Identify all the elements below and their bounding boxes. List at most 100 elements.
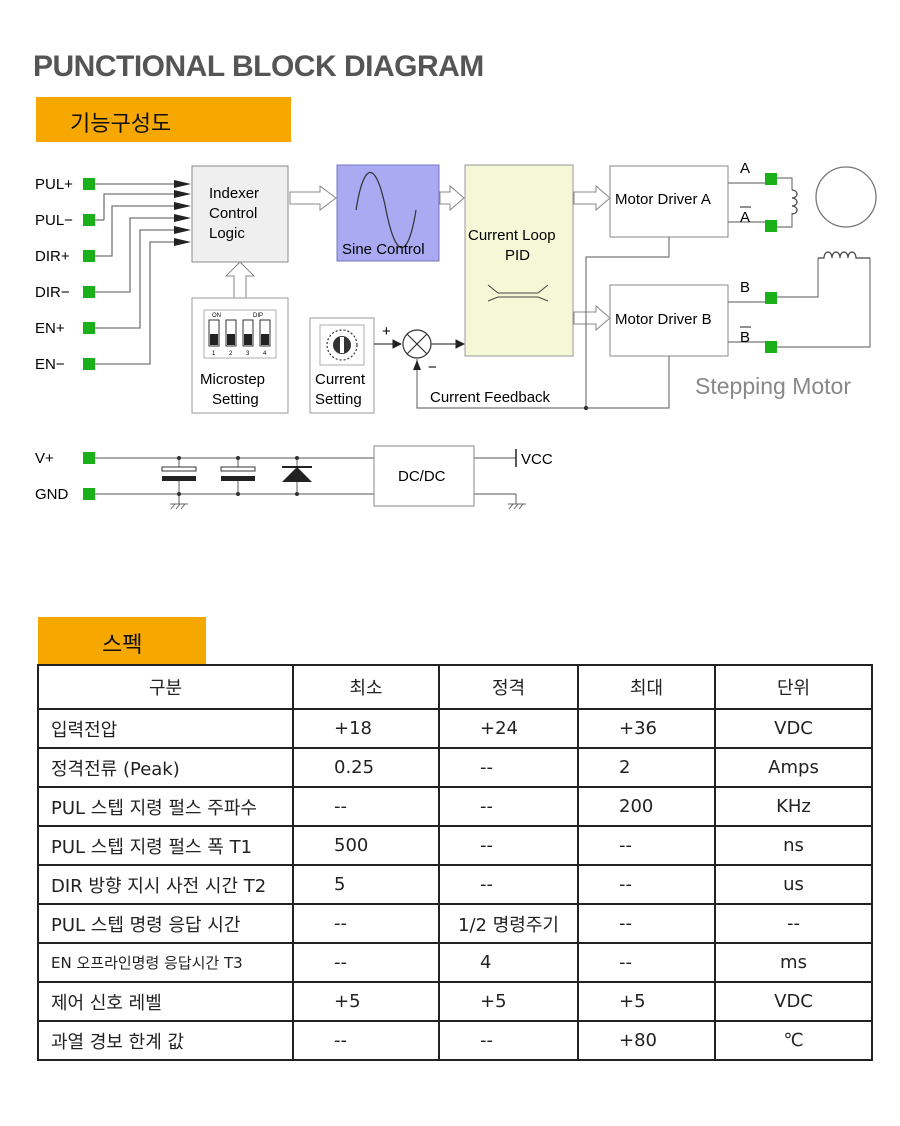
table-row: 과열 경보 한계 값 -- -- +80 ℃ (37, 1020, 873, 1061)
terminal-en-plus (83, 322, 95, 334)
cell-item: EN 오프라인명령 응답시간 T3 (37, 942, 294, 983)
cell-item: 제어 신호 레벨 (37, 981, 294, 1022)
vcc-label: VCC (521, 451, 553, 468)
hollow-arrows (224, 184, 611, 332)
pid-line2: PID (505, 247, 530, 264)
current-setting-line2: Setting (315, 391, 362, 408)
cell-item: PUL 스텝 지령 펄스 폭 T1 (37, 825, 294, 866)
cell-unit: VDC (714, 981, 873, 1022)
terminal-vplus (83, 452, 95, 464)
section-label-spec: 스펙 (38, 617, 206, 664)
output-label-a: A (740, 160, 750, 177)
table-row: 입력전압 +18 +24 +36 VDC (37, 708, 873, 749)
terminal-dir-minus (83, 286, 95, 298)
motor-coil-a-icon (791, 189, 798, 215)
terminal-bbar (765, 341, 777, 353)
cell-unit: -- (714, 903, 873, 944)
feedback-path (416, 237, 670, 409)
cell-max: +5 (577, 981, 716, 1022)
cell-rated: -- (438, 1020, 579, 1061)
pid-block (464, 164, 574, 357)
terminal-gnd (83, 488, 95, 500)
terminal-b (765, 292, 777, 304)
microstep-line2: Setting (212, 391, 259, 408)
dip-on-label: ON (212, 313, 221, 319)
output-label-abar: A (740, 209, 750, 226)
terminal-abar (765, 220, 777, 232)
indexer-line3: Logic (209, 225, 245, 242)
output-label-b: B (740, 279, 750, 296)
indexer-line1: Indexer (209, 185, 259, 202)
cell-min: +5 (292, 981, 440, 1022)
cell-min: 0.25 (292, 747, 440, 788)
cell-min: -- (292, 786, 440, 827)
table-row: 정격전류 (Peak) 0.25 -- 2 Amps (37, 747, 873, 788)
input-terminals: PUL+ PUL− DIR+ DIR− EN+ EN− (35, 176, 95, 373)
table-header-row: 구분 최소 정격 최대 단위 (37, 664, 873, 710)
capacitor-1-icon (161, 466, 197, 481)
cell-max: 2 (577, 747, 716, 788)
dip-num-4: 4 (263, 351, 267, 357)
terminal-pul-plus (83, 178, 95, 190)
current-feedback-label: Current Feedback (430, 389, 551, 406)
sine-control-block (336, 164, 440, 262)
cell-rated: +5 (438, 981, 579, 1022)
cell-max: -- (577, 942, 716, 983)
cell-item: 과열 경보 한계 값 (37, 1020, 294, 1061)
input-label-dir-minus: DIR− (35, 284, 70, 301)
cell-unit: ns (714, 825, 873, 866)
cell-rated: -- (438, 747, 579, 788)
col-header-unit: 단위 (714, 664, 873, 710)
dip-switch-icon: ON DIP 1 2 3 4 (203, 309, 277, 359)
power-label-vplus: V+ (35, 450, 54, 467)
power-label-gnd: GND (35, 486, 69, 503)
section-label-diagram: 기능구성도 (36, 97, 291, 142)
cell-unit: KHz (714, 786, 873, 827)
microstep-line1: Microstep (200, 371, 265, 388)
cell-min: -- (292, 903, 440, 944)
motor-driver-a-label: Motor Driver A (615, 191, 711, 208)
col-header-min: 최소 (292, 664, 440, 710)
pid-symbol (487, 284, 549, 302)
indexer-block (191, 165, 289, 263)
section-label-spec-text: 스펙 (102, 633, 143, 658)
cell-min: +18 (292, 708, 440, 749)
terminal-dir-plus (83, 250, 95, 262)
terminal-pul-minus (83, 214, 95, 226)
spec-table: 구분 최소 정격 최대 단위 입력전압 +18 +24 +36 VDC 정격전류… (37, 664, 873, 1061)
dip-num-3: 3 (246, 351, 250, 357)
input-label-en-minus: EN− (35, 356, 65, 373)
table-row: DIR 방향 지시 사전 시간 T2 5 -- -- us (37, 864, 873, 905)
terminal-en-minus (83, 358, 95, 370)
cell-unit: VDC (714, 708, 873, 749)
cell-min: -- (292, 1020, 440, 1061)
motor-driver-a-block (609, 165, 729, 238)
summing-minus: − (428, 359, 437, 376)
cell-rated: -- (438, 786, 579, 827)
cell-rated: +24 (438, 708, 579, 749)
col-header-rated: 정격 (438, 664, 579, 710)
cell-max: -- (577, 825, 716, 866)
cell-rated: -- (438, 825, 579, 866)
cell-max: -- (577, 864, 716, 905)
current-setting-line1: Current (315, 371, 366, 388)
diode-icon (282, 466, 312, 482)
cell-item: PUL 스텝 지령 펄스 주파수 (37, 786, 294, 827)
input-label-pul-minus: PUL− (35, 212, 73, 229)
cell-max: -- (577, 903, 716, 944)
table-row: 제어 신호 레벨 +5 +5 +5 VDC (37, 981, 873, 1022)
rotary-switch-icon (319, 324, 365, 366)
cell-item: 정격전류 (Peak) (37, 747, 294, 788)
col-header-max: 최대 (577, 664, 716, 710)
cell-min: -- (292, 942, 440, 983)
table-row: EN 오프라인명령 응답시간 T3 -- 4 -- ms (37, 942, 873, 983)
dcdc-label: DC/DC (398, 468, 446, 485)
cell-rated: 1/2 명령주기 (438, 903, 579, 944)
ground-symbol-icon (170, 503, 526, 510)
block-diagram: PUL+ PUL− DIR+ DIR− EN+ EN− Indexer Cont… (35, 160, 877, 510)
input-label-pul-plus: PUL+ (35, 176, 73, 193)
cell-min: 5 (292, 864, 440, 905)
cell-min: 500 (292, 825, 440, 866)
cell-max: 200 (577, 786, 716, 827)
input-label-dir-plus: DIR+ (35, 248, 70, 265)
